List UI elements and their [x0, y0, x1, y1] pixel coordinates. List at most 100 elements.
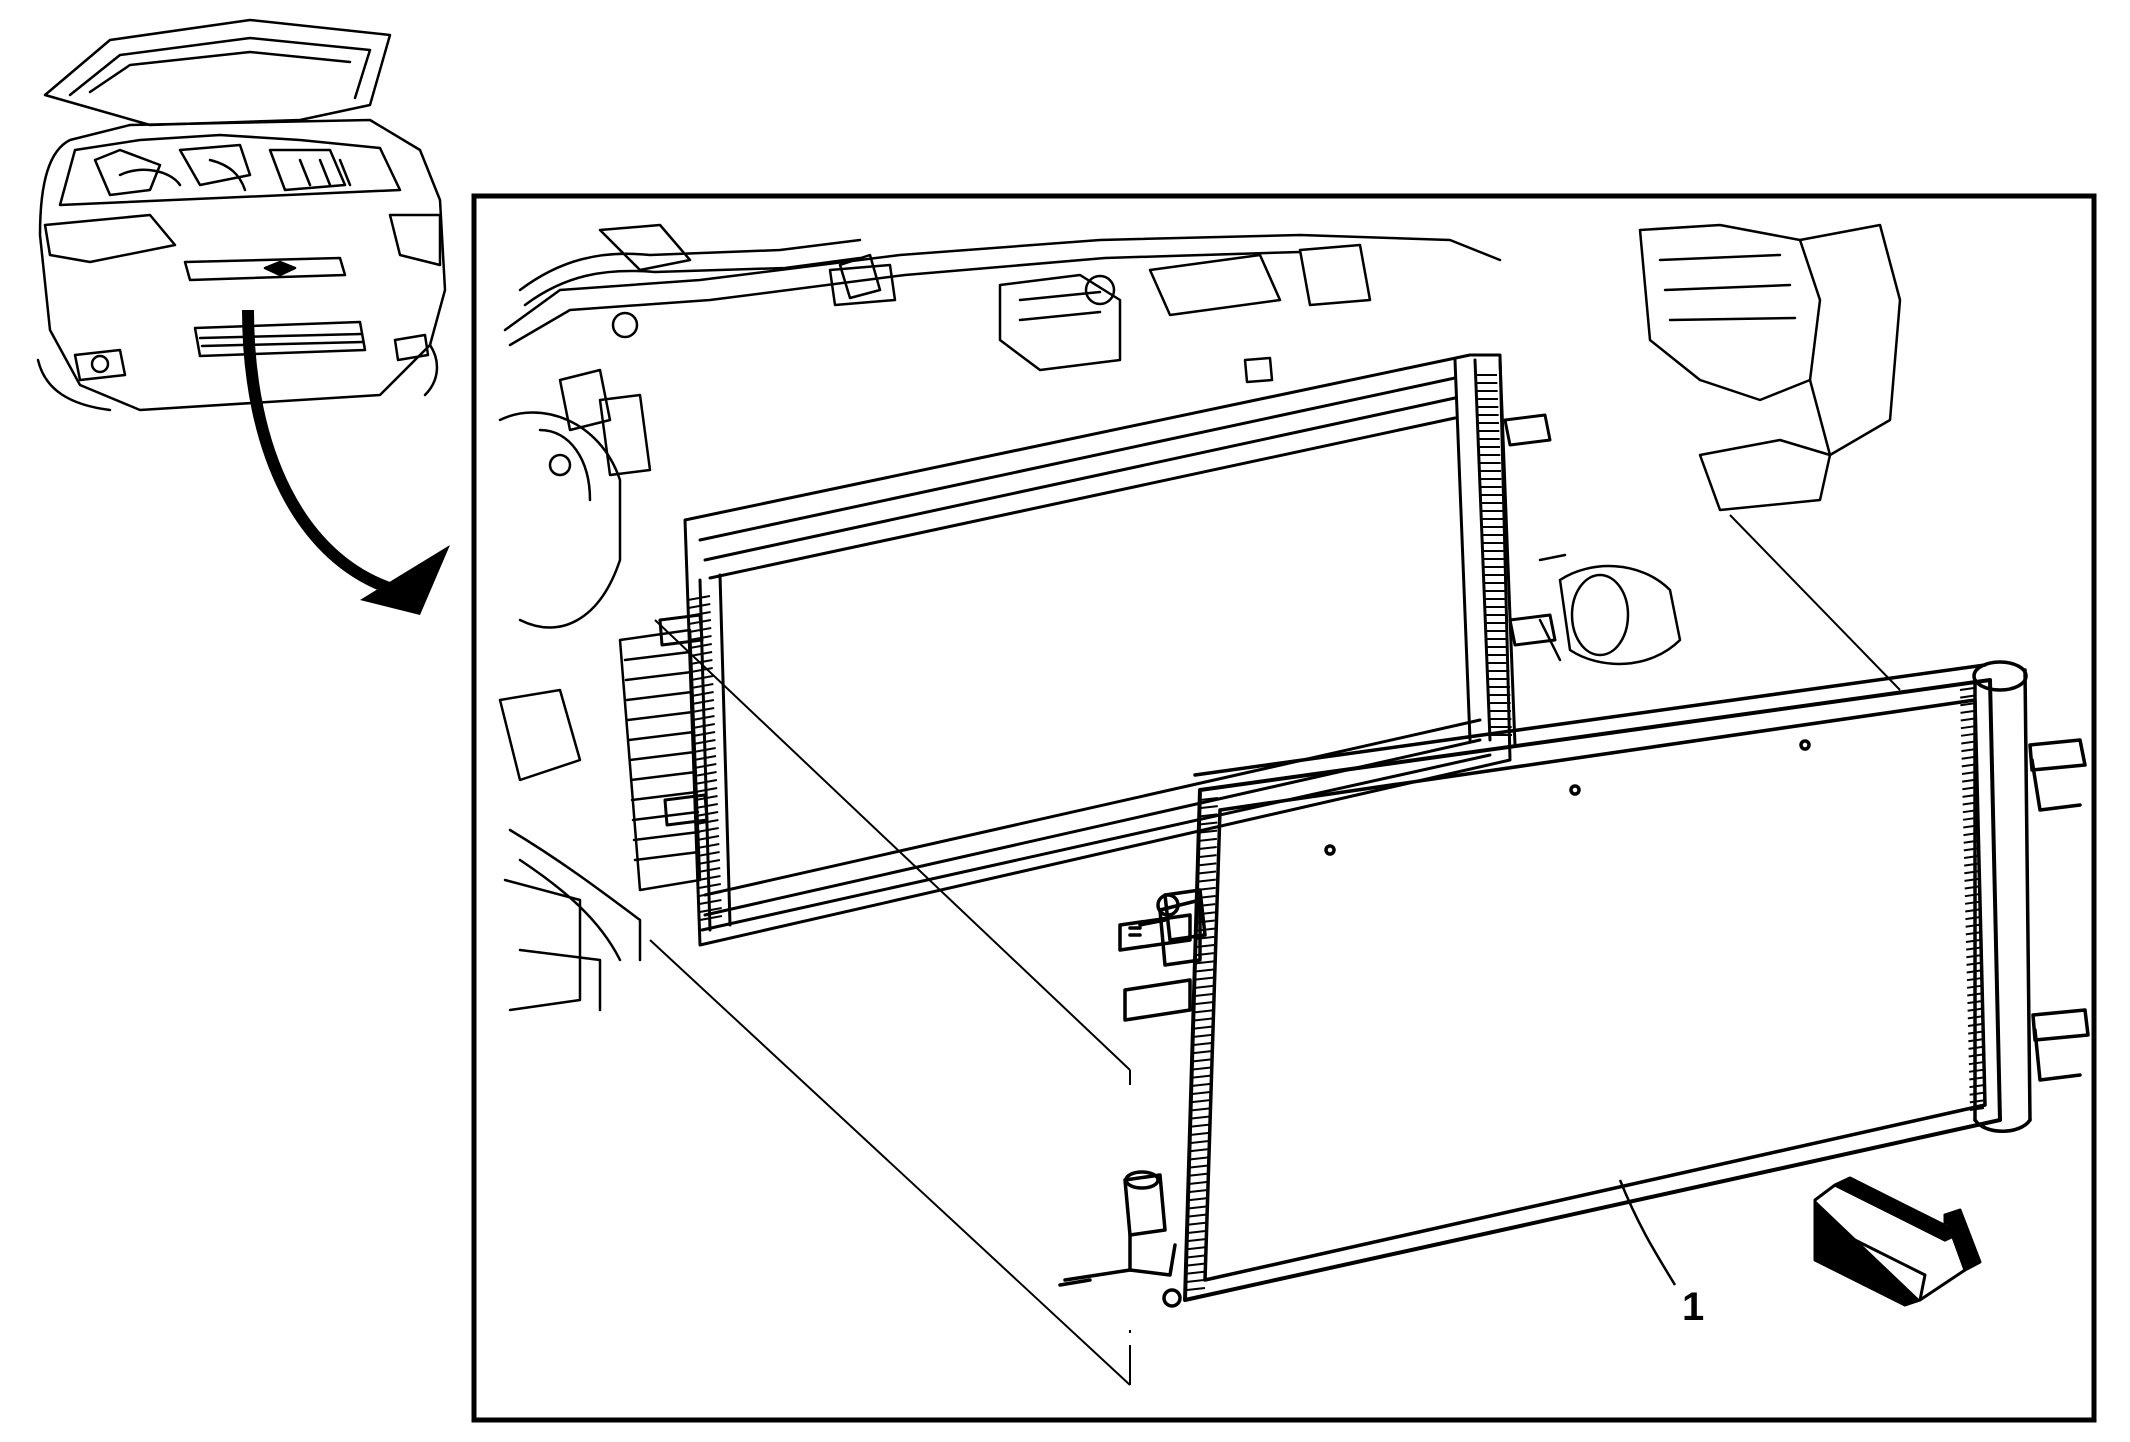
condenser-fin: [1195, 952, 1214, 957]
callout-1: 1: [1618, 1179, 1704, 1329]
condenser-fin: [1189, 1180, 1208, 1185]
radiator-fin: [696, 835, 720, 841]
condenser-fin: [1968, 1030, 1983, 1035]
radiator-fin: [690, 659, 713, 665]
condenser-fin: [1189, 1172, 1209, 1177]
condenser-fin: [1963, 824, 1978, 829]
condenser-fin: [1189, 1197, 1208, 1202]
condenser-fin: [1196, 935, 1215, 940]
radiator-fin: [696, 827, 719, 833]
condenser-fin: [1967, 1023, 1983, 1027]
condenser-fin: [1197, 886, 1216, 891]
condenser-fin: [1196, 911, 1216, 916]
condenser-fin: [1196, 927, 1215, 932]
condenser-fin: [1962, 816, 1978, 821]
condenser-fin: [1966, 946, 1981, 951]
condenser-fin: [1199, 813, 1218, 818]
radiator-fin: [693, 747, 716, 753]
condenser-fin: [1195, 976, 1214, 981]
condenser-fin: [1194, 1017, 1213, 1022]
condenser-fin: [1195, 944, 1215, 948]
alignment-lines: [649, 514, 1901, 1386]
condenser-fin: [1965, 931, 1980, 936]
condenser-fin: [1197, 895, 1216, 899]
callout-label: 1: [1682, 1285, 1704, 1329]
radiator-fin: [689, 635, 712, 641]
condenser-fin: [1959, 687, 1975, 691]
condenser-fin: [1966, 961, 1981, 966]
radiator-fin: [690, 675, 714, 681]
radiator-fin: [699, 899, 722, 905]
condenser-fin: [1191, 1115, 1210, 1120]
condenser-fin: [1188, 1238, 1207, 1242]
condenser-fin: [1189, 1205, 1208, 1210]
condenser-fin: [1965, 908, 1980, 913]
condenser-fin: [1960, 709, 1975, 714]
condenser-fin: [1963, 855, 1979, 859]
condenser-fin: [1969, 1107, 1985, 1111]
condenser-fin: [1960, 725, 1976, 730]
condenser-fin: [1188, 1221, 1207, 1226]
condenser-fin: [1967, 992, 1982, 997]
condenser-fin: [1188, 1213, 1208, 1218]
condenser-fin: [1963, 832, 1978, 837]
condenser-fin: [1964, 893, 1980, 898]
condenser-fin: [1961, 771, 1977, 775]
condenser-fin: [1199, 797, 1219, 801]
radiator-fin: [697, 851, 720, 857]
condenser-fin: [1194, 993, 1213, 997]
condenser-fin: [1196, 919, 1215, 924]
condenser-fin: [1187, 1262, 1206, 1267]
condenser-fin: [1195, 968, 1214, 973]
condenser-fin: [1967, 1007, 1982, 1012]
radiator-fin: [698, 867, 721, 873]
radiator-fin: [697, 843, 720, 849]
radiator-fin: [692, 715, 715, 721]
vehicle-front-direction-arrow: [1813, 1176, 1982, 1307]
condenser-fin: [1190, 1140, 1210, 1144]
condenser-fin: [1968, 1053, 1983, 1058]
condenser-fin: [1192, 1074, 1211, 1079]
radiator-fin: [694, 779, 718, 785]
condenser-fin: [1198, 837, 1218, 842]
condenser-fin: [1192, 1091, 1211, 1095]
radiator-fin: [698, 891, 722, 897]
condenser-fin: [1194, 984, 1214, 989]
radiator-fin: [688, 611, 711, 617]
radiator-fin: [694, 763, 717, 769]
condenser-fin: [1193, 1025, 1213, 1030]
condenser-fin: [1962, 801, 1977, 806]
condenser-fin: [1965, 923, 1980, 928]
condenser-fin: [1960, 732, 1976, 737]
condenser: [1058, 660, 2090, 1308]
condenser-fin: [1199, 821, 1218, 826]
condenser-fin: [1198, 854, 1217, 859]
condenser-fin: [1192, 1058, 1212, 1063]
radiator-fin: [687, 595, 711, 601]
condenser-fin: [1199, 805, 1218, 810]
condenser-fin: [1968, 1045, 1983, 1050]
condenser-fin: [1189, 1189, 1208, 1193]
condenser-fin: [1198, 846, 1217, 850]
vehicle-locator-view: [36, 18, 447, 412]
condenser-fin: [1197, 870, 1217, 875]
radiator-fin: [688, 603, 711, 609]
condenser-fin: [1192, 1082, 1211, 1087]
radiator-fin: [691, 683, 714, 689]
condenser-fin: [1194, 1001, 1213, 1006]
condenser-fin: [1963, 847, 1978, 852]
condenser-fin: [1960, 717, 1975, 722]
radiator-fin: [689, 627, 712, 633]
radiator-fin: [692, 707, 715, 713]
radiator-fin: [693, 739, 716, 745]
radiator-fin: [698, 875, 721, 881]
radiator-fin: [693, 755, 717, 761]
condenser-fin: [1967, 1015, 1982, 1020]
condenser-fin: [1197, 878, 1216, 883]
radiator: [658, 353, 1557, 947]
condenser-fin: [1195, 960, 1214, 965]
condenser-fin: [1187, 1254, 1206, 1259]
condenser-fin: [1193, 1050, 1212, 1055]
radiator-fin: [698, 883, 721, 889]
condenser-fin: [1199, 829, 1218, 834]
